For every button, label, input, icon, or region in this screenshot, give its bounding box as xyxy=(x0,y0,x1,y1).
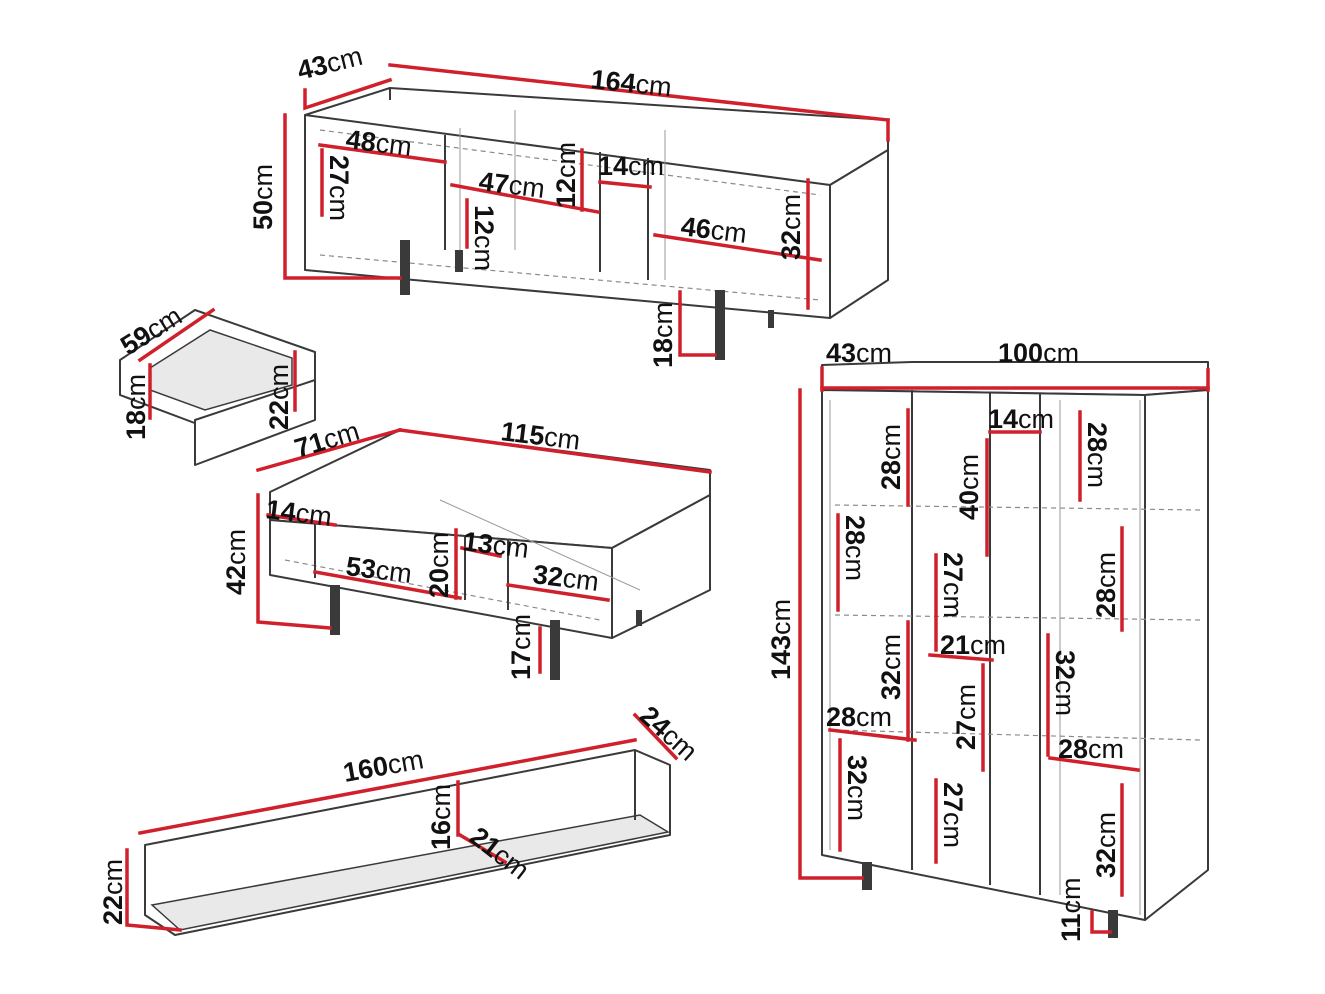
label-ct-height: 42cm xyxy=(221,529,251,595)
label-tv-comp-right: 46cm xyxy=(679,211,748,249)
label-tv-comp-right-h: 32cm xyxy=(776,194,806,260)
label-tv-width: 164cm xyxy=(589,64,673,102)
tv-stand-drawing xyxy=(304,87,889,360)
label-cab-m2: 27cm xyxy=(938,552,968,618)
label-tv-leg: 18cm xyxy=(648,302,678,368)
label-ct-mid: 13cm xyxy=(461,526,530,564)
label-ct-comp-b: 32cm xyxy=(531,559,600,597)
label-sh-height: 22cm xyxy=(98,859,128,925)
coffee-table-drawing xyxy=(269,429,711,680)
dimension-lines xyxy=(125,63,1210,934)
label-cab-small: 14cm xyxy=(988,404,1054,434)
label-cab-r2: 28cm xyxy=(1091,552,1121,618)
label-cab-r1: 28cm xyxy=(1082,422,1112,488)
cabinet-drawing xyxy=(821,361,1209,938)
label-tv-height: 50cm xyxy=(248,164,278,230)
label-cab-r3: 32cm xyxy=(1050,650,1080,716)
label-ct-leg: 17cm xyxy=(506,614,536,680)
label-tv-small: 14cm xyxy=(598,151,664,181)
label-tv-depth: 43cm xyxy=(294,41,365,86)
label-ct-small: 14cm xyxy=(264,494,333,532)
label-ct-width: 115cm xyxy=(499,416,582,455)
label-cab-l5: 32cm xyxy=(842,755,872,821)
label-tv-comp-left-h: 27cm xyxy=(324,155,354,221)
label-ct-comp-a: 53cm xyxy=(344,551,413,589)
label-cab-m3: 21cm xyxy=(940,630,1006,660)
dimension-labels: 43cm 164cm 50cm 48cm 27cm 47cm 12cm 12cm… xyxy=(98,41,1124,942)
label-cab-width: 100cm xyxy=(998,338,1079,368)
label-tv-drawer-h2: 12cm xyxy=(469,205,499,271)
label-cab-l2: 28cm xyxy=(840,515,870,581)
label-cab-m5: 27cm xyxy=(938,782,968,848)
label-cab-depth: 43cm xyxy=(826,338,892,368)
label-drawer-h-side: 22cm xyxy=(264,364,294,430)
label-cab-l3: 32cm xyxy=(876,634,906,700)
wall-shelf-drawing xyxy=(144,749,671,936)
label-cab-r5: 32cm xyxy=(1091,812,1121,878)
label-cab-r4: 28cm xyxy=(1058,734,1124,764)
label-sh-inner-h: 16cm xyxy=(426,784,456,850)
label-tv-drawer-w: 47cm xyxy=(477,166,546,204)
label-tv-drawer-h1: 12cm xyxy=(551,142,581,208)
label-cab-m1: 40cm xyxy=(954,454,984,520)
label-cab-m4: 27cm xyxy=(951,684,981,750)
label-cab-l1: 28cm xyxy=(876,424,906,490)
label-drawer-h-front: 18cm xyxy=(121,374,151,440)
label-ct-comp-a-h: 20cm xyxy=(424,532,454,598)
label-cab-l4: 28cm xyxy=(826,702,892,732)
label-tv-comp-left: 48cm xyxy=(344,124,413,162)
label-cab-leg: 11cm xyxy=(1056,877,1086,942)
label-cab-height: 143cm xyxy=(766,599,796,680)
